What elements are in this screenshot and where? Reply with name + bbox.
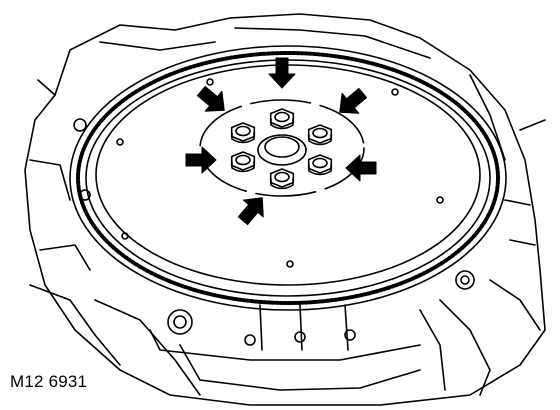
indicator-arrow [268,57,296,89]
indicator-arrows [185,57,377,226]
engine-housing [24,13,546,406]
indicator-arrow [237,197,264,226]
flywheel-bolt [230,151,256,173]
indicator-arrow [196,85,225,112]
center-hub [257,134,307,166]
flywheel-bolt [230,122,256,144]
flywheel-bolts [230,108,333,190]
flywheel-bolt [307,124,333,146]
flywheel-bolt [307,154,333,176]
indicator-arrow [185,146,217,174]
flywheel-bolt [269,108,295,130]
indicator-arrow [339,87,368,114]
flywheel-bolt [269,168,295,190]
indicator-arrow [345,154,377,182]
figure-label: M12 6931 [10,372,88,391]
